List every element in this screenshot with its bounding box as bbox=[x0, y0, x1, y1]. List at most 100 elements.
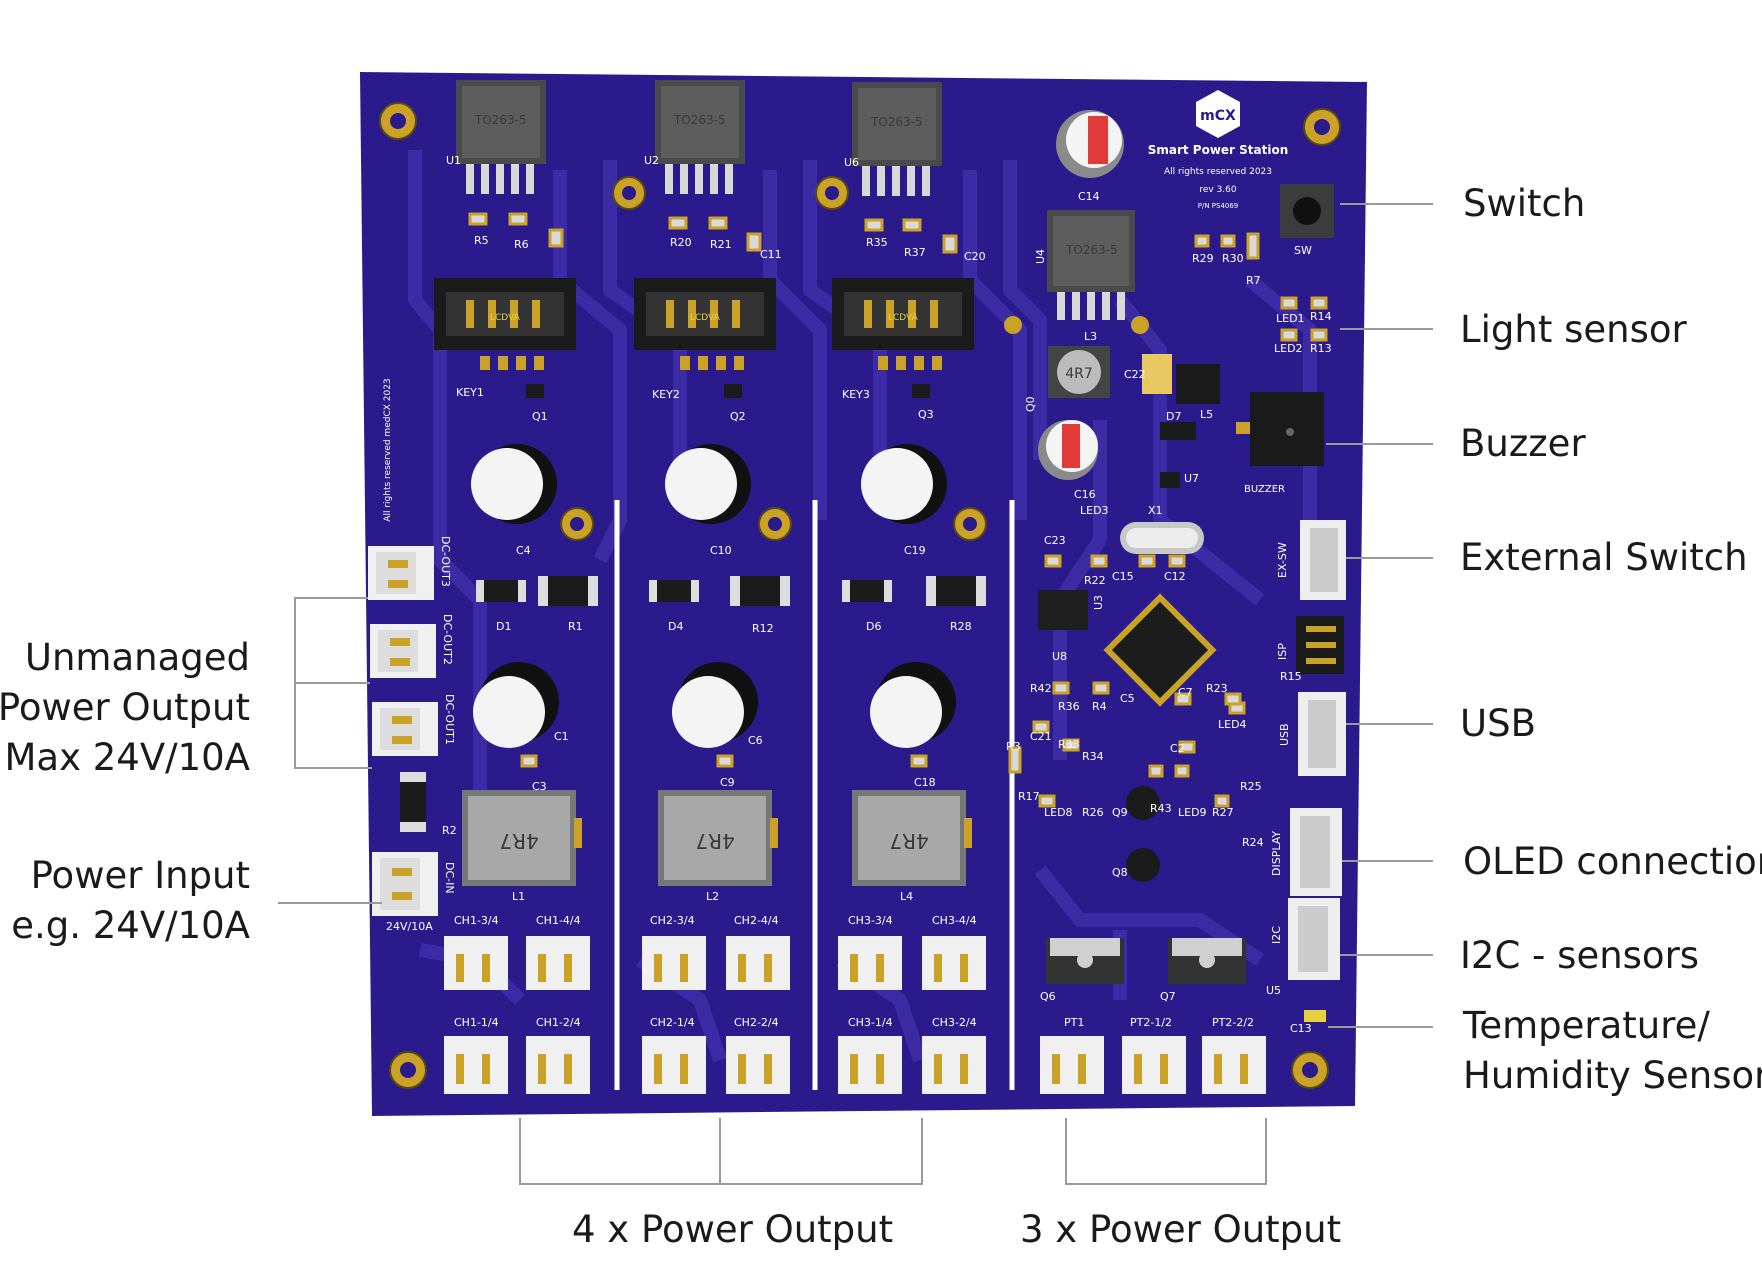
label-power-input-line2: e.g. 24V/10A bbox=[11, 904, 250, 947]
svg-text:C6: C6 bbox=[748, 734, 763, 747]
svg-text:R26: R26 bbox=[1082, 806, 1104, 819]
svg-text:U2: U2 bbox=[644, 154, 659, 167]
svg-text:R24: R24 bbox=[1242, 836, 1264, 849]
label-oled-connection: OLED connection bbox=[1463, 840, 1762, 883]
power-inductors: 4R7 4R7 4R7 4R7 bbox=[462, 346, 1110, 886]
svg-text:LED1: LED1 bbox=[1276, 312, 1305, 325]
channel-connector bbox=[922, 1036, 986, 1094]
svg-text:R42: R42 bbox=[1030, 682, 1052, 695]
svg-text:C13: C13 bbox=[1290, 1022, 1312, 1035]
revision-silk: rev 3.60 bbox=[1199, 185, 1237, 195]
c22-tantalum bbox=[1142, 354, 1172, 394]
channel-label-top: CH3-4/4 bbox=[932, 914, 977, 927]
svg-text:4R7: 4R7 bbox=[1065, 366, 1093, 382]
l5-inductor bbox=[1176, 364, 1220, 404]
svg-text:L1: L1 bbox=[512, 890, 525, 903]
channel-label-top: CH1-3/4 bbox=[454, 914, 499, 927]
cap-c10 bbox=[665, 444, 751, 524]
svg-text:C7: C7 bbox=[1178, 686, 1193, 699]
svg-text:TO263-5: TO263-5 bbox=[870, 115, 923, 129]
channel-label-top: CH3-3/4 bbox=[848, 914, 893, 927]
key2-header: LCDVA bbox=[634, 278, 776, 370]
channel-connectors-bottom bbox=[444, 1036, 1266, 1094]
svg-text:EX-SW: EX-SW bbox=[1276, 542, 1289, 578]
part-number-silk: P/N PS4069 bbox=[1198, 202, 1239, 210]
svg-text:R30: R30 bbox=[1222, 252, 1244, 265]
label-unmanaged-line2: Power Output bbox=[0, 686, 250, 729]
svg-text:C20: C20 bbox=[964, 250, 986, 263]
channel-labels: CH1-3/4 CH1-4/4 CH2-3/4 CH2-4/4 CH3-3/4 … bbox=[454, 914, 1254, 1029]
svg-text:R6: R6 bbox=[514, 238, 529, 251]
inductor-l2: 4R7 bbox=[658, 790, 778, 886]
channel-label-bottom: CH1-2/4 bbox=[536, 1016, 581, 1029]
buzzer-body bbox=[1250, 392, 1324, 466]
silkscreen-brand: mCX Smart Power Station All rights reser… bbox=[383, 90, 1288, 522]
regulator-u2: TO263-5 bbox=[655, 80, 745, 194]
svg-text:Q2: Q2 bbox=[730, 410, 746, 423]
svg-text:TO263-5: TO263-5 bbox=[673, 113, 726, 127]
side-connectors bbox=[1288, 520, 1346, 980]
svg-text:C18: C18 bbox=[914, 776, 936, 789]
svg-text:U1: U1 bbox=[446, 154, 461, 167]
svg-text:C21: C21 bbox=[1030, 730, 1052, 743]
svg-text:C15: C15 bbox=[1112, 570, 1134, 583]
transistor-q9 bbox=[1126, 786, 1160, 820]
label-light-sensor: Light sensor bbox=[1460, 308, 1687, 351]
channel-label-bottom: CH2-2/4 bbox=[734, 1016, 779, 1029]
regulator-u4: TO263-5 bbox=[1047, 210, 1135, 320]
inductor-l1: 4R7 bbox=[462, 790, 582, 886]
side-copyright: All rights reserved medCX 2023 bbox=[383, 378, 393, 521]
svg-text:R35: R35 bbox=[866, 236, 888, 249]
svg-text:R29: R29 bbox=[1192, 252, 1214, 265]
regulator-u1: TO263-5 bbox=[456, 80, 546, 194]
svg-text:24V/10A: 24V/10A bbox=[386, 920, 433, 933]
dc-out2-connector bbox=[370, 624, 436, 678]
dc-out1-connector bbox=[372, 702, 438, 756]
svg-text:Q1: Q1 bbox=[532, 410, 548, 423]
svg-text:C4: C4 bbox=[516, 544, 531, 557]
svg-text:R25: R25 bbox=[1240, 780, 1262, 793]
svg-text:Q8: Q8 bbox=[1112, 866, 1128, 879]
svg-text:LED2: LED2 bbox=[1274, 342, 1303, 355]
svg-text:R15: R15 bbox=[1280, 670, 1302, 683]
ex-sw-connector bbox=[1300, 520, 1346, 600]
cap-c4 bbox=[471, 444, 557, 524]
d7-diode bbox=[1160, 422, 1196, 440]
svg-text:R17: R17 bbox=[1018, 790, 1040, 803]
channel-connector bbox=[642, 936, 706, 990]
svg-text:C1: C1 bbox=[554, 730, 569, 743]
inductor-l4: 4R7 bbox=[852, 790, 972, 886]
svg-text:DC-IN: DC-IN bbox=[443, 862, 456, 894]
label-power-input: Power Input e.g. 24V/10A bbox=[11, 851, 250, 951]
label-external-switch: External Switch bbox=[1460, 536, 1748, 579]
svg-text:C12: C12 bbox=[1164, 570, 1186, 583]
svg-text:R22: R22 bbox=[1084, 574, 1106, 587]
channel-connector bbox=[642, 1036, 706, 1094]
inductor-l3: 4R7 bbox=[1048, 346, 1110, 398]
svg-text:C22: C22 bbox=[1124, 368, 1146, 381]
cap-c16 bbox=[1038, 420, 1098, 480]
cap-c-ch3 bbox=[870, 662, 956, 748]
label-i2c-sensors: I2C - sensors bbox=[1460, 934, 1700, 977]
channel-label-bottom: CH2-1/4 bbox=[650, 1016, 695, 1029]
label-unmanaged-line3: Max 24V/10A bbox=[4, 736, 250, 779]
brand-logo bbox=[1196, 90, 1240, 138]
svg-text:R28: R28 bbox=[950, 620, 972, 633]
transistor-q8 bbox=[1126, 848, 1160, 882]
leader-lines bbox=[278, 203, 1433, 1185]
svg-text:C2: C2 bbox=[1170, 742, 1185, 755]
label-unmanaged-power-output: Unmanaged Power Output Max 24V/10A bbox=[0, 633, 250, 783]
copyright-silk: All rights reserved 2023 bbox=[1164, 167, 1272, 177]
channel-connector bbox=[726, 1036, 790, 1094]
cap-c6 bbox=[672, 662, 758, 748]
cap-c19 bbox=[861, 444, 947, 524]
svg-text:C23: C23 bbox=[1044, 534, 1066, 547]
svg-text:L3: L3 bbox=[1084, 330, 1097, 343]
channel-connector bbox=[444, 1036, 508, 1094]
channel-label-top: CH2-3/4 bbox=[650, 914, 695, 927]
svg-text:mCX: mCX bbox=[1200, 108, 1236, 124]
mosfet-q6 bbox=[1046, 938, 1124, 984]
channel-connector bbox=[1202, 1036, 1266, 1094]
diodes-and-shunts bbox=[400, 576, 986, 832]
svg-text:U4: U4 bbox=[1034, 249, 1047, 264]
